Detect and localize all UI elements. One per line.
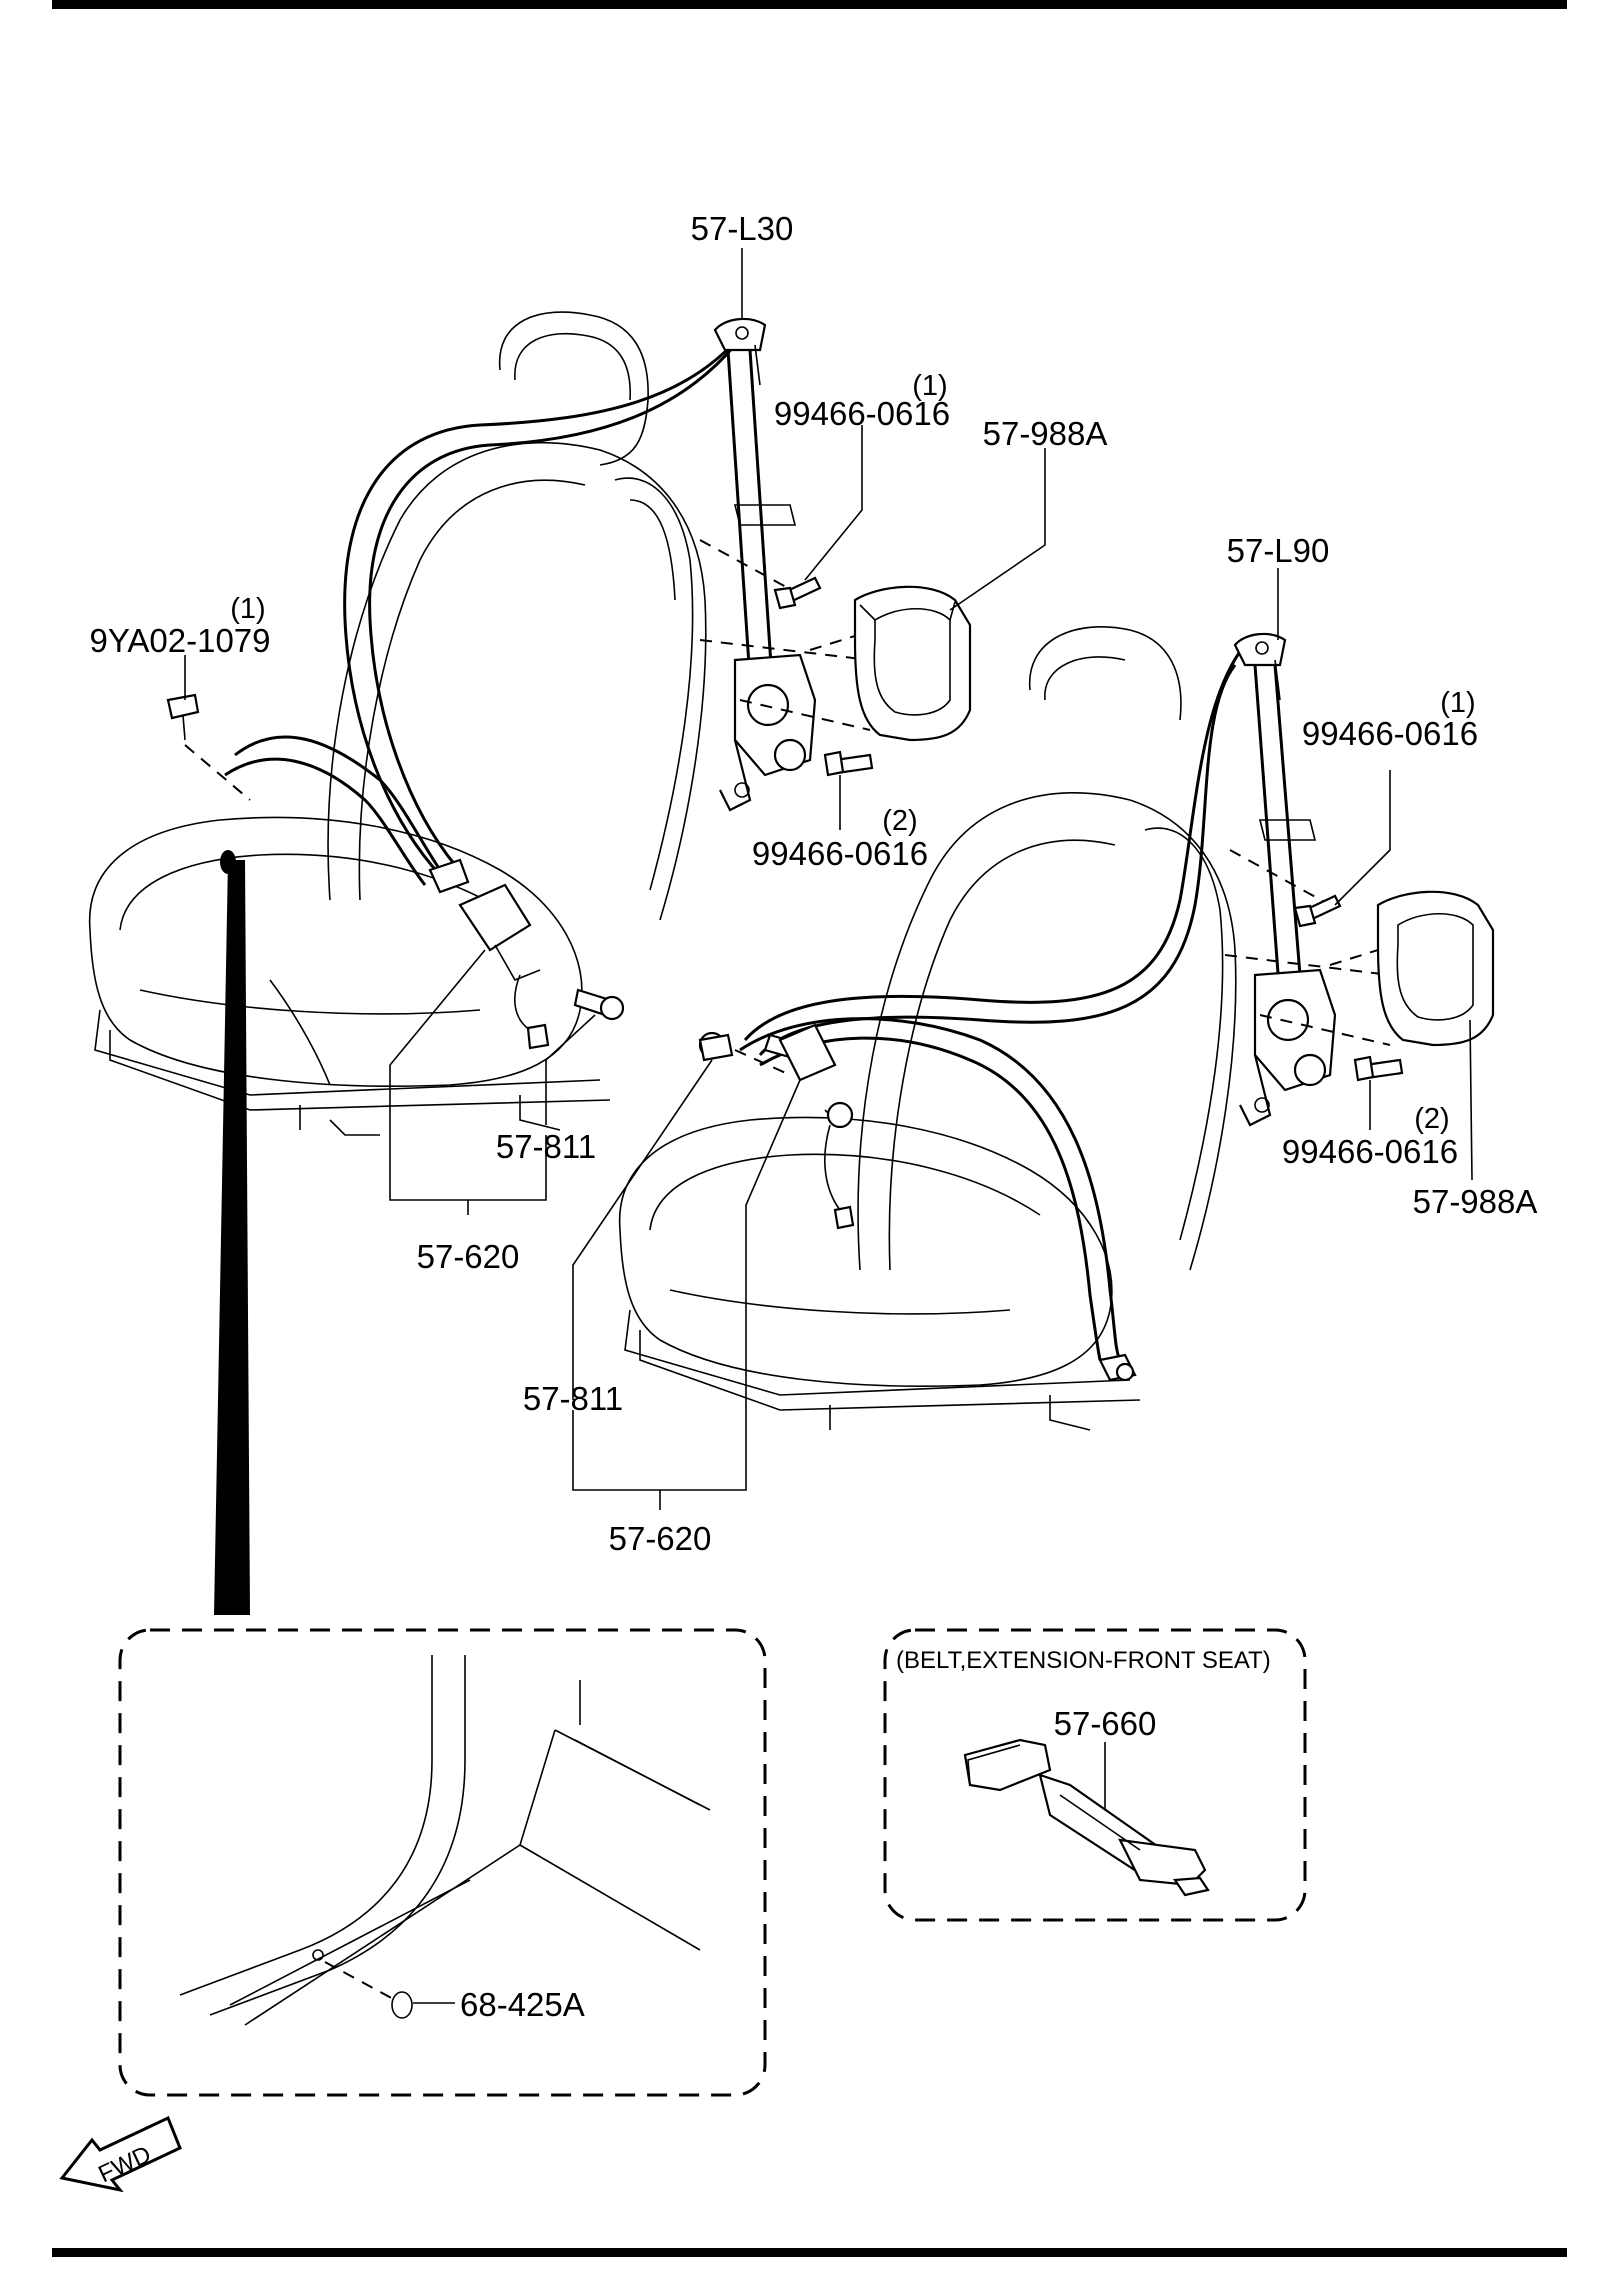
- left-seat-drawing: [88, 311, 707, 1136]
- label-57-660: 57-660: [1054, 1705, 1157, 1742]
- label-qty-clip: (1): [230, 593, 265, 625]
- label-57-988a-left: 57-988A: [983, 415, 1108, 452]
- label-57-l30: 57-L30: [691, 210, 794, 247]
- right-belt-webbing: [739, 644, 1247, 1382]
- retractor-cover-right: [1376, 890, 1495, 1047]
- label-57-811-left: 57-811: [496, 1128, 596, 1165]
- right-buckle: [698, 1023, 855, 1230]
- label-68-425a: 68-425A: [460, 1986, 585, 2023]
- label-extension-title: (BELT,EXTENSION-FRONT SEAT): [896, 1647, 1271, 1674]
- upper-bolt-left: [773, 576, 822, 610]
- right-retractor-assembly: [1224, 632, 1495, 1127]
- right-seat-drawing: [618, 626, 1237, 1431]
- top-rule: [52, 0, 1567, 9]
- label-qty-bolt-upper-right: (1): [1440, 687, 1475, 719]
- label-99466-bolt-lower-right: 99466-0616: [1282, 1133, 1458, 1170]
- extension-detail-box: [883, 1628, 1307, 1922]
- label-qty-bolt-lower-right: (2): [1414, 1103, 1449, 1135]
- left-buckle: [458, 883, 625, 1050]
- label-57-l90: 57-L90: [1227, 532, 1330, 569]
- left-retractor-assembly: [699, 317, 972, 812]
- lower-bolt-right: [1353, 1055, 1404, 1082]
- label-99466-bolt-upper-right: 99466-0616: [1302, 715, 1478, 752]
- fwd-arrow-icon: [59, 2115, 182, 2193]
- plug-detail-box: [118, 1628, 767, 2097]
- left-belt-webbing: [224, 329, 747, 894]
- label-57-988a-right: 57-988A: [1413, 1183, 1538, 1220]
- label-57-811-right: 57-811: [523, 1380, 623, 1417]
- detail-pointer: [214, 860, 250, 1615]
- upper-bolt-right: [1293, 894, 1342, 928]
- label-9ya02-clip: 9YA02-1079: [89, 622, 270, 659]
- plug-68-425a: [391, 1991, 413, 2019]
- leader-lines: [184, 248, 1473, 1820]
- belt-extension-57-660: [963, 1738, 1210, 1897]
- plug-location-marker: [220, 850, 236, 874]
- lower-bolt-left: [823, 750, 874, 777]
- clip-9ya02: [166, 693, 251, 801]
- label-57-620-right: 57-620: [609, 1520, 712, 1557]
- label-qty-bolt-upper-left: (1): [912, 370, 947, 402]
- callout-labels: 57-L30 (1) 99466-0616 57-988A (2) 99466-…: [89, 210, 1537, 2188]
- label-57-620-left: 57-620: [417, 1238, 520, 1275]
- bottom-rule: [52, 2248, 1567, 2257]
- label-qty-bolt-lower-left: (2): [882, 805, 917, 837]
- label-99466-bolt-upper-left: 99466-0616: [774, 395, 950, 432]
- retractor-cover-left: [853, 585, 972, 742]
- label-99466-bolt-lower-left: 99466-0616: [752, 835, 928, 872]
